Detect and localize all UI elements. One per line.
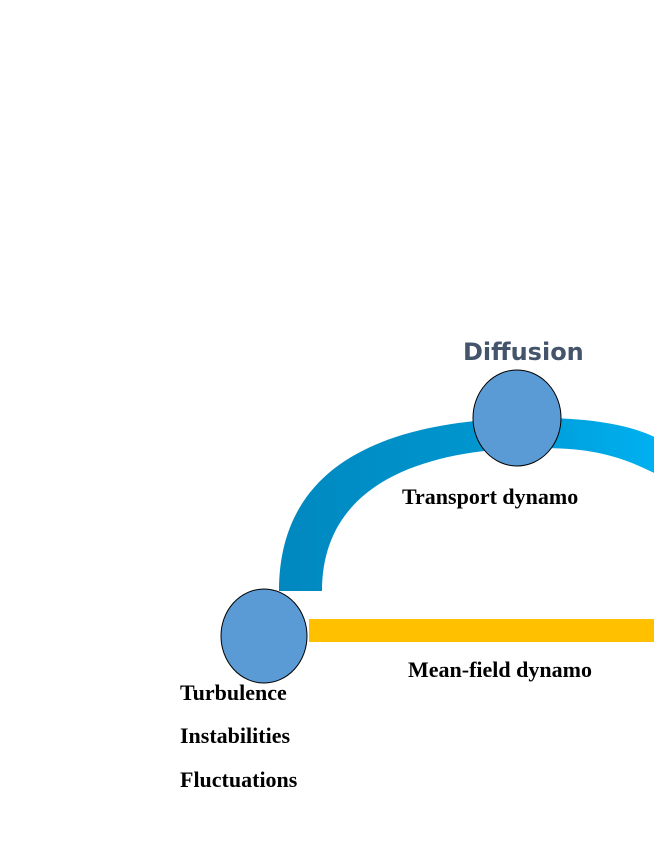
transport-arc bbox=[279, 418, 654, 591]
diffusion-node bbox=[472, 369, 562, 467]
turbulence-node bbox=[220, 588, 308, 684]
mean-field-dynamo-label: Mean-field dynamo bbox=[408, 657, 592, 682]
diffusion-title: Diffusion bbox=[463, 338, 584, 366]
fluctuations-label: Fluctuations bbox=[180, 767, 298, 792]
instabilities-label: Instabilities bbox=[180, 723, 291, 748]
transport-dynamo-label: Transport dynamo bbox=[402, 484, 579, 509]
mean-field-bar bbox=[309, 619, 654, 642]
turbulence-label: Turbulence bbox=[180, 680, 287, 705]
